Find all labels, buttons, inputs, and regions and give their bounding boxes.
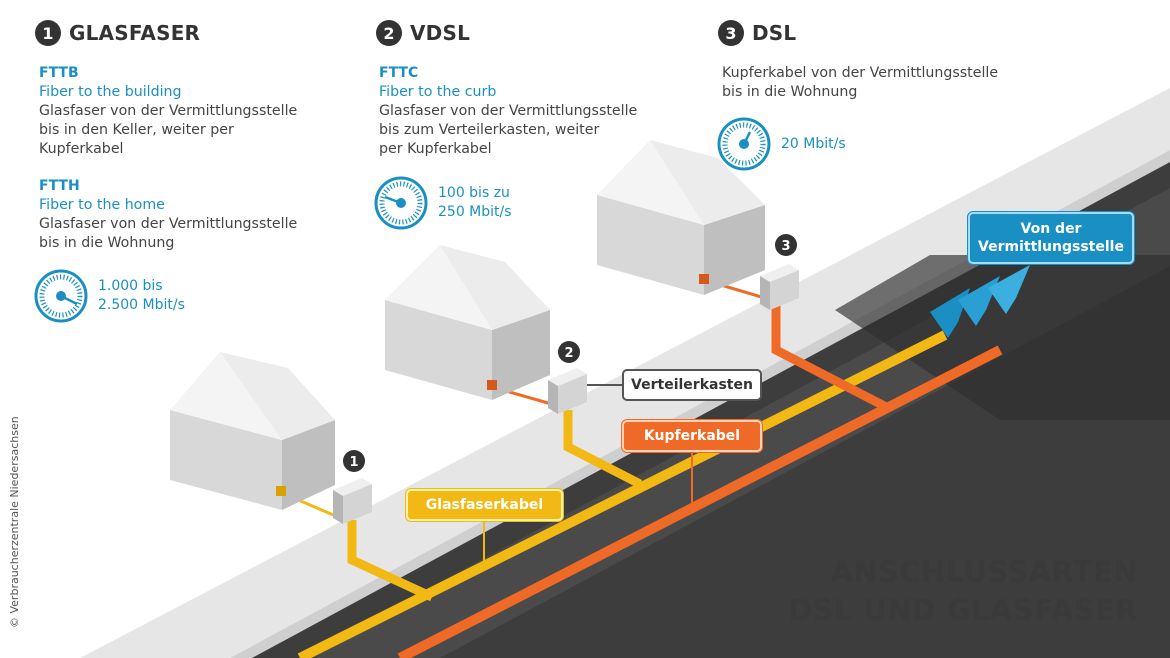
fttb-desc-line: Glasfaser von der Vermittlungsstelle: [39, 103, 298, 119]
dsl-desc-line: bis in die Wohnung: [722, 84, 858, 100]
section-number: 3: [718, 20, 744, 46]
section-header-dsl: 3 DSL: [718, 20, 796, 46]
ftth-block: FTTH Fiber to the home Glasfaser von der…: [39, 177, 297, 253]
fttb-block: FTTB Fiber to the building Glasfaser von…: [39, 64, 297, 159]
exchange-chevron-3: [988, 265, 1030, 314]
dsl-desc-line: Kupferkabel von der Vermittlungsstelle: [722, 65, 999, 81]
vermittlungsstelle-line: Vermittlungsstelle: [978, 239, 1124, 255]
main-title-line: ANSCHLUSSARTEN: [830, 555, 1138, 589]
marker-2: 2: [558, 341, 580, 363]
glasfaserkabel-label: Glasfaserkabel: [406, 489, 563, 521]
fttc-name: Fiber to the curb: [379, 84, 497, 100]
svg-text:2: 2: [564, 346, 573, 361]
section-number: 2: [376, 20, 402, 46]
ftth-desc-line: bis in die Wohnung: [39, 235, 175, 251]
house-1: [170, 352, 335, 510]
section-title: VDSL: [410, 21, 471, 45]
fttc-block: FTTC Fiber to the curb Glasfaser von der…: [379, 64, 637, 159]
ftth-desc-line: Glasfaser von der Vermittlungsstelle: [39, 216, 298, 232]
fiber-branch-1: [347, 520, 434, 602]
vermittlungsstelle-line: Von der: [1020, 221, 1082, 237]
fttb-abbr: FTTB: [39, 65, 79, 81]
ftth-speed-line: 2.500 Mbit/s: [98, 297, 185, 313]
speedometer-icon: [717, 117, 771, 171]
kupferkabel-label: Kupferkabel: [622, 420, 762, 452]
copyright: © Verbraucherzentrale Niedersachsen: [8, 416, 21, 628]
main-title-line: DSL UND GLASFASER: [788, 593, 1138, 627]
fiber-main: [297, 330, 948, 658]
fttb-desc-line: Kupferkabel: [39, 141, 124, 157]
copper-branch-3: [771, 300, 893, 413]
fttc-desc-line: bis zum Verteilerkasten, weiter: [379, 122, 600, 138]
junction-box-1: [333, 478, 372, 524]
marker-1: 1: [343, 450, 365, 472]
vermittlungsstelle-label: Von der Vermittlungsstelle: [968, 212, 1134, 264]
junction-box-3: [760, 264, 799, 310]
copper-main: [397, 345, 1003, 658]
house-2: [385, 245, 550, 400]
exchange-shadow: [835, 255, 1170, 420]
fiber-branch-2: [563, 410, 643, 489]
svg-text:3: 3: [781, 239, 790, 254]
section-title: GLASFASER: [69, 21, 201, 45]
section-header-glasfaser: 1 GLASFASER: [35, 20, 200, 46]
dsl-block: Kupferkabel von der Vermittlungsstelle b…: [722, 64, 998, 102]
ftth-speed: 1.000 bis 2.500 Mbit/s: [33, 268, 185, 324]
section-header-vdsl: 2 VDSL: [376, 20, 470, 46]
house-3: [597, 140, 765, 295]
fttc-desc-line: per Kupferkabel: [379, 141, 492, 157]
svg-text:1: 1: [349, 455, 358, 470]
fttc-speed: 100 bis zu 250 Mbit/s: [373, 175, 512, 231]
section-title: DSL: [752, 21, 797, 45]
verteilerkasten-label: Verteilerkasten: [622, 369, 762, 401]
fttb-desc-line: bis in den Keller, weiter per: [39, 122, 234, 138]
fttb-name: Fiber to the building: [39, 84, 182, 100]
speedometer-icon: [374, 176, 428, 230]
section-number: 1: [35, 20, 61, 46]
fttc-speed-line: 100 bis zu: [438, 185, 510, 201]
fttc-speed-line: 250 Mbit/s: [438, 204, 512, 220]
marker-3: 3: [775, 234, 797, 256]
dsl-speed: 20 Mbit/s: [716, 116, 846, 172]
ftth-name: Fiber to the home: [39, 197, 165, 213]
dsl-speed-line: 20 Mbit/s: [781, 135, 846, 152]
junction-box-2: [548, 368, 587, 414]
main-title: ANSCHLUSSARTEN DSL UND GLASFASER: [788, 553, 1138, 629]
ftth-speed-line: 1.000 bis: [98, 278, 163, 294]
speedometer-icon: [34, 269, 88, 323]
fttc-desc-line: Glasfaser von der Vermittlungsstelle: [379, 103, 638, 119]
ftth-abbr: FTTH: [39, 178, 80, 194]
fttc-abbr: FTTC: [379, 65, 419, 81]
